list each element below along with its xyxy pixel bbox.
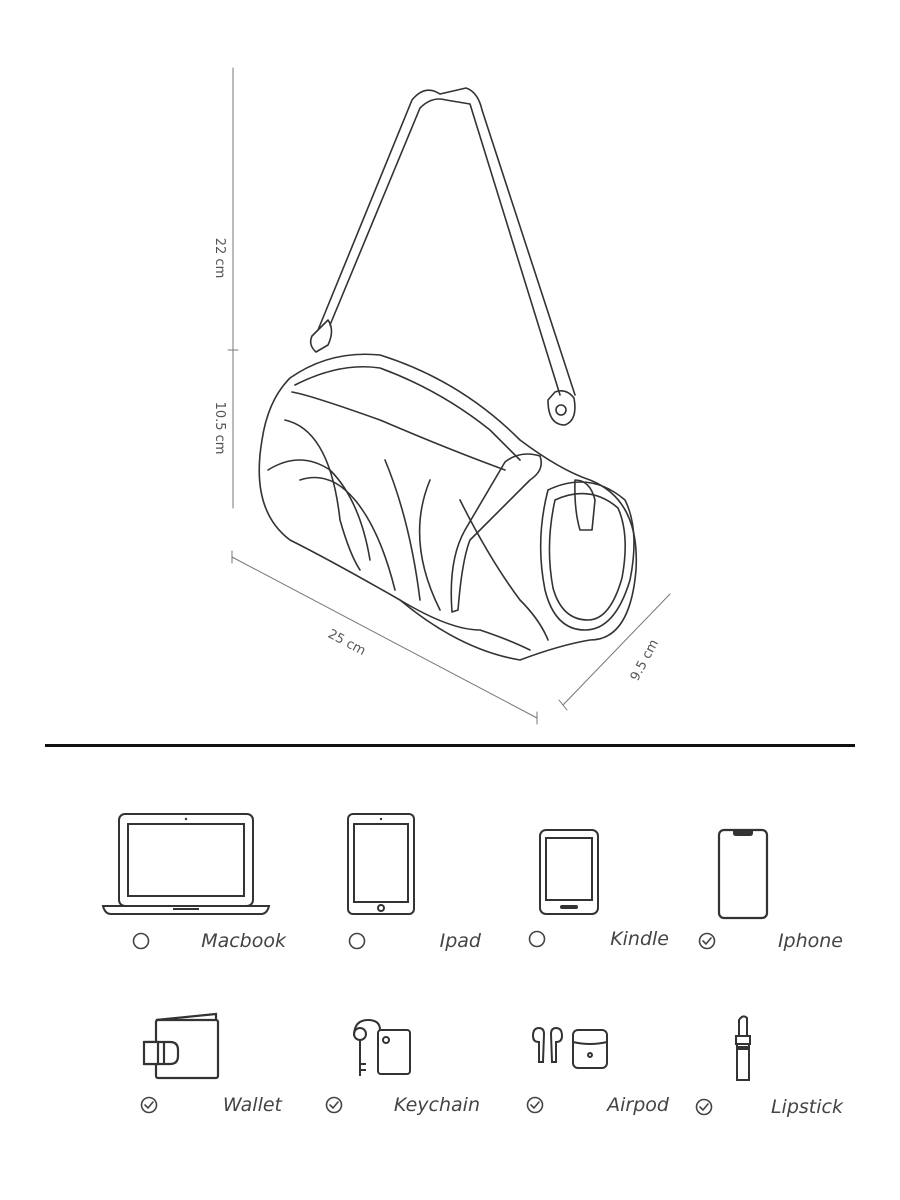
laptop-icon bbox=[101, 813, 271, 915]
item-caption: Lipstick bbox=[643, 1096, 843, 1118]
item-airpod: Airpod bbox=[469, 1022, 669, 1116]
bag-height-label: 10.5 cm bbox=[212, 402, 227, 455]
check-circle-icon bbox=[141, 1096, 158, 1114]
check-circle-icon bbox=[699, 932, 716, 950]
item-label: Airpod bbox=[607, 1094, 669, 1116]
item-caption: Iphone bbox=[643, 930, 843, 952]
item-caption: Ipad bbox=[281, 930, 481, 952]
length-label: 25 cm bbox=[325, 627, 368, 659]
phone-icon bbox=[717, 828, 769, 920]
tablet-icon bbox=[347, 813, 415, 915]
bag-diagram: 22 cm 10.5 cm 25 cm 9.5 cm bbox=[212, 67, 671, 725]
item-wallet: Wallet bbox=[82, 1012, 282, 1116]
item-label: Macbook bbox=[201, 930, 286, 952]
item-label: Wallet bbox=[222, 1094, 282, 1116]
item-label: Keychain bbox=[393, 1094, 480, 1116]
item-ipad: Ipad bbox=[281, 810, 481, 952]
item-label: Ipad bbox=[439, 930, 481, 952]
earbuds-icon bbox=[531, 1026, 608, 1069]
item-caption: Keychain bbox=[280, 1094, 480, 1116]
empty-circle-icon bbox=[528, 930, 545, 948]
item-kindle: Kindle bbox=[469, 828, 669, 950]
divider bbox=[45, 744, 855, 747]
item-caption: Macbook bbox=[86, 930, 286, 952]
item-iphone: Iphone bbox=[643, 828, 843, 952]
item-caption: Airpod bbox=[469, 1094, 669, 1116]
strap-height-label: 22 cm bbox=[212, 238, 227, 279]
wallet-icon bbox=[142, 1012, 220, 1080]
item-label: Kindle bbox=[610, 928, 669, 950]
bag-body bbox=[258, 353, 638, 661]
item-label: Iphone bbox=[777, 930, 843, 952]
empty-circle-icon bbox=[132, 932, 149, 950]
check-circle-icon bbox=[325, 1096, 343, 1114]
item-label: Lipstick bbox=[770, 1096, 843, 1118]
item-lipstick: Lipstick bbox=[643, 1012, 843, 1118]
check-circle-icon bbox=[695, 1098, 713, 1116]
empty-circle-icon bbox=[349, 932, 366, 950]
height-dimension-line bbox=[227, 67, 671, 725]
item-caption: Kindle bbox=[469, 928, 669, 950]
check-circle-icon bbox=[526, 1096, 544, 1114]
item-caption: Wallet bbox=[82, 1094, 282, 1116]
depth-label: 9.5 cm bbox=[628, 637, 662, 683]
ereader-icon bbox=[539, 829, 599, 915]
item-macbook: Macbook bbox=[86, 810, 286, 952]
lipstick-icon bbox=[735, 1015, 751, 1081]
item-keychain: Keychain bbox=[280, 1016, 480, 1116]
keychain-icon bbox=[353, 1018, 411, 1076]
strap bbox=[317, 87, 576, 396]
